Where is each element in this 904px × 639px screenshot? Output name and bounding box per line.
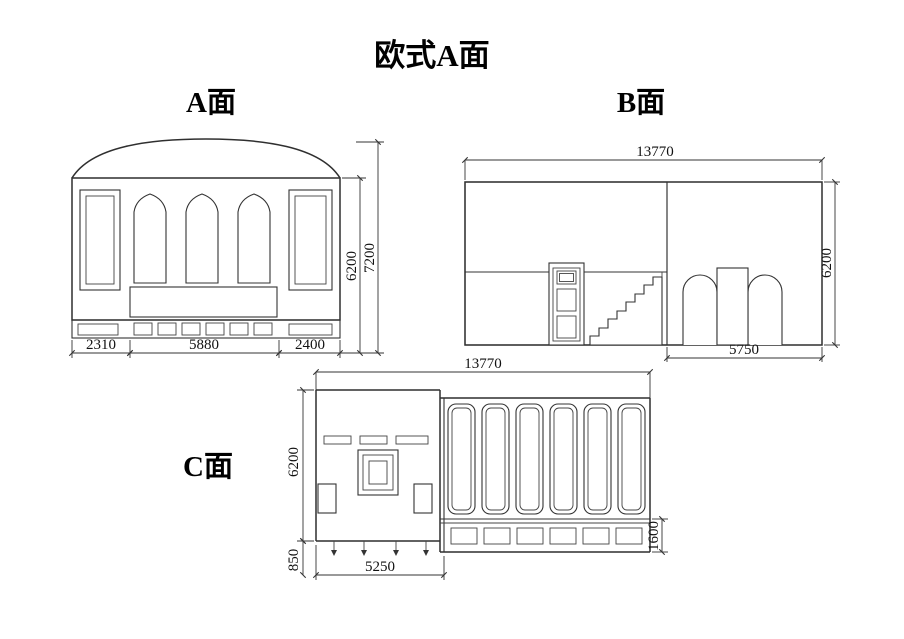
view-b-drawing — [464, 181, 823, 346]
arch-opening — [747, 274, 783, 345]
view-c-drawing — [315, 389, 651, 556]
dim-b-bottom: 5750 — [729, 342, 759, 358]
dim-c-right: 1600 — [646, 521, 662, 551]
dim-c-left-lower: 850 — [286, 549, 302, 572]
gothic-lattice-windows — [133, 193, 271, 284]
tall-wall-panels — [447, 403, 646, 515]
gothic-window — [185, 193, 219, 284]
dim-b-top: 13770 — [636, 144, 674, 160]
window — [357, 449, 399, 496]
door — [548, 262, 585, 346]
staircase — [589, 276, 663, 346]
louver-vent — [413, 483, 433, 514]
dim-a-height-outer: 7200 — [362, 243, 378, 273]
dim-c-top: 13770 — [464, 356, 502, 372]
right-wall-section — [440, 397, 651, 553]
view-b-label: B面 — [617, 87, 665, 119]
header-trim-blocks — [323, 435, 429, 445]
gothic-window — [237, 193, 271, 284]
base-band — [71, 319, 341, 339]
arched-openings — [682, 267, 783, 346]
dim-c-left: 6200 — [286, 447, 302, 477]
dim-b-right: 6200 — [819, 248, 835, 278]
pier-between-arches — [716, 267, 749, 346]
right-wall-panel — [288, 189, 333, 291]
view-a-dimensions: 2310 5880 2400 6200 7200 — [68, 138, 384, 358]
view-a-drawing — [71, 138, 341, 339]
dim-a-height-inner: 6200 — [344, 251, 360, 281]
floor-marker-arrows — [331, 541, 429, 556]
dim-a-bottom-right: 2400 — [295, 337, 325, 353]
wall-outline — [71, 177, 341, 321]
sheet-title: 欧式A面 — [374, 38, 489, 73]
dim-a-bottom-left: 2310 — [86, 337, 116, 353]
left-wall-panel — [79, 189, 121, 291]
gothic-window — [133, 193, 167, 284]
dim-a-bottom-mid: 5880 — [189, 337, 219, 353]
left-wall-section — [315, 389, 445, 556]
balustrade-band — [129, 286, 278, 318]
base-panel-blocks — [450, 527, 643, 545]
view-c-dimensions: 13770 6200 850 5250 1600 — [286, 356, 668, 580]
view-b-dimensions: 13770 6200 5750 — [461, 144, 840, 362]
view-a-label: A面 — [186, 87, 236, 119]
louver-vent — [317, 483, 337, 514]
dim-c-bottom: 5250 — [365, 559, 395, 575]
arch-opening — [682, 274, 718, 345]
arched-cornice — [71, 138, 341, 179]
view-c-label: C面 — [183, 451, 233, 483]
